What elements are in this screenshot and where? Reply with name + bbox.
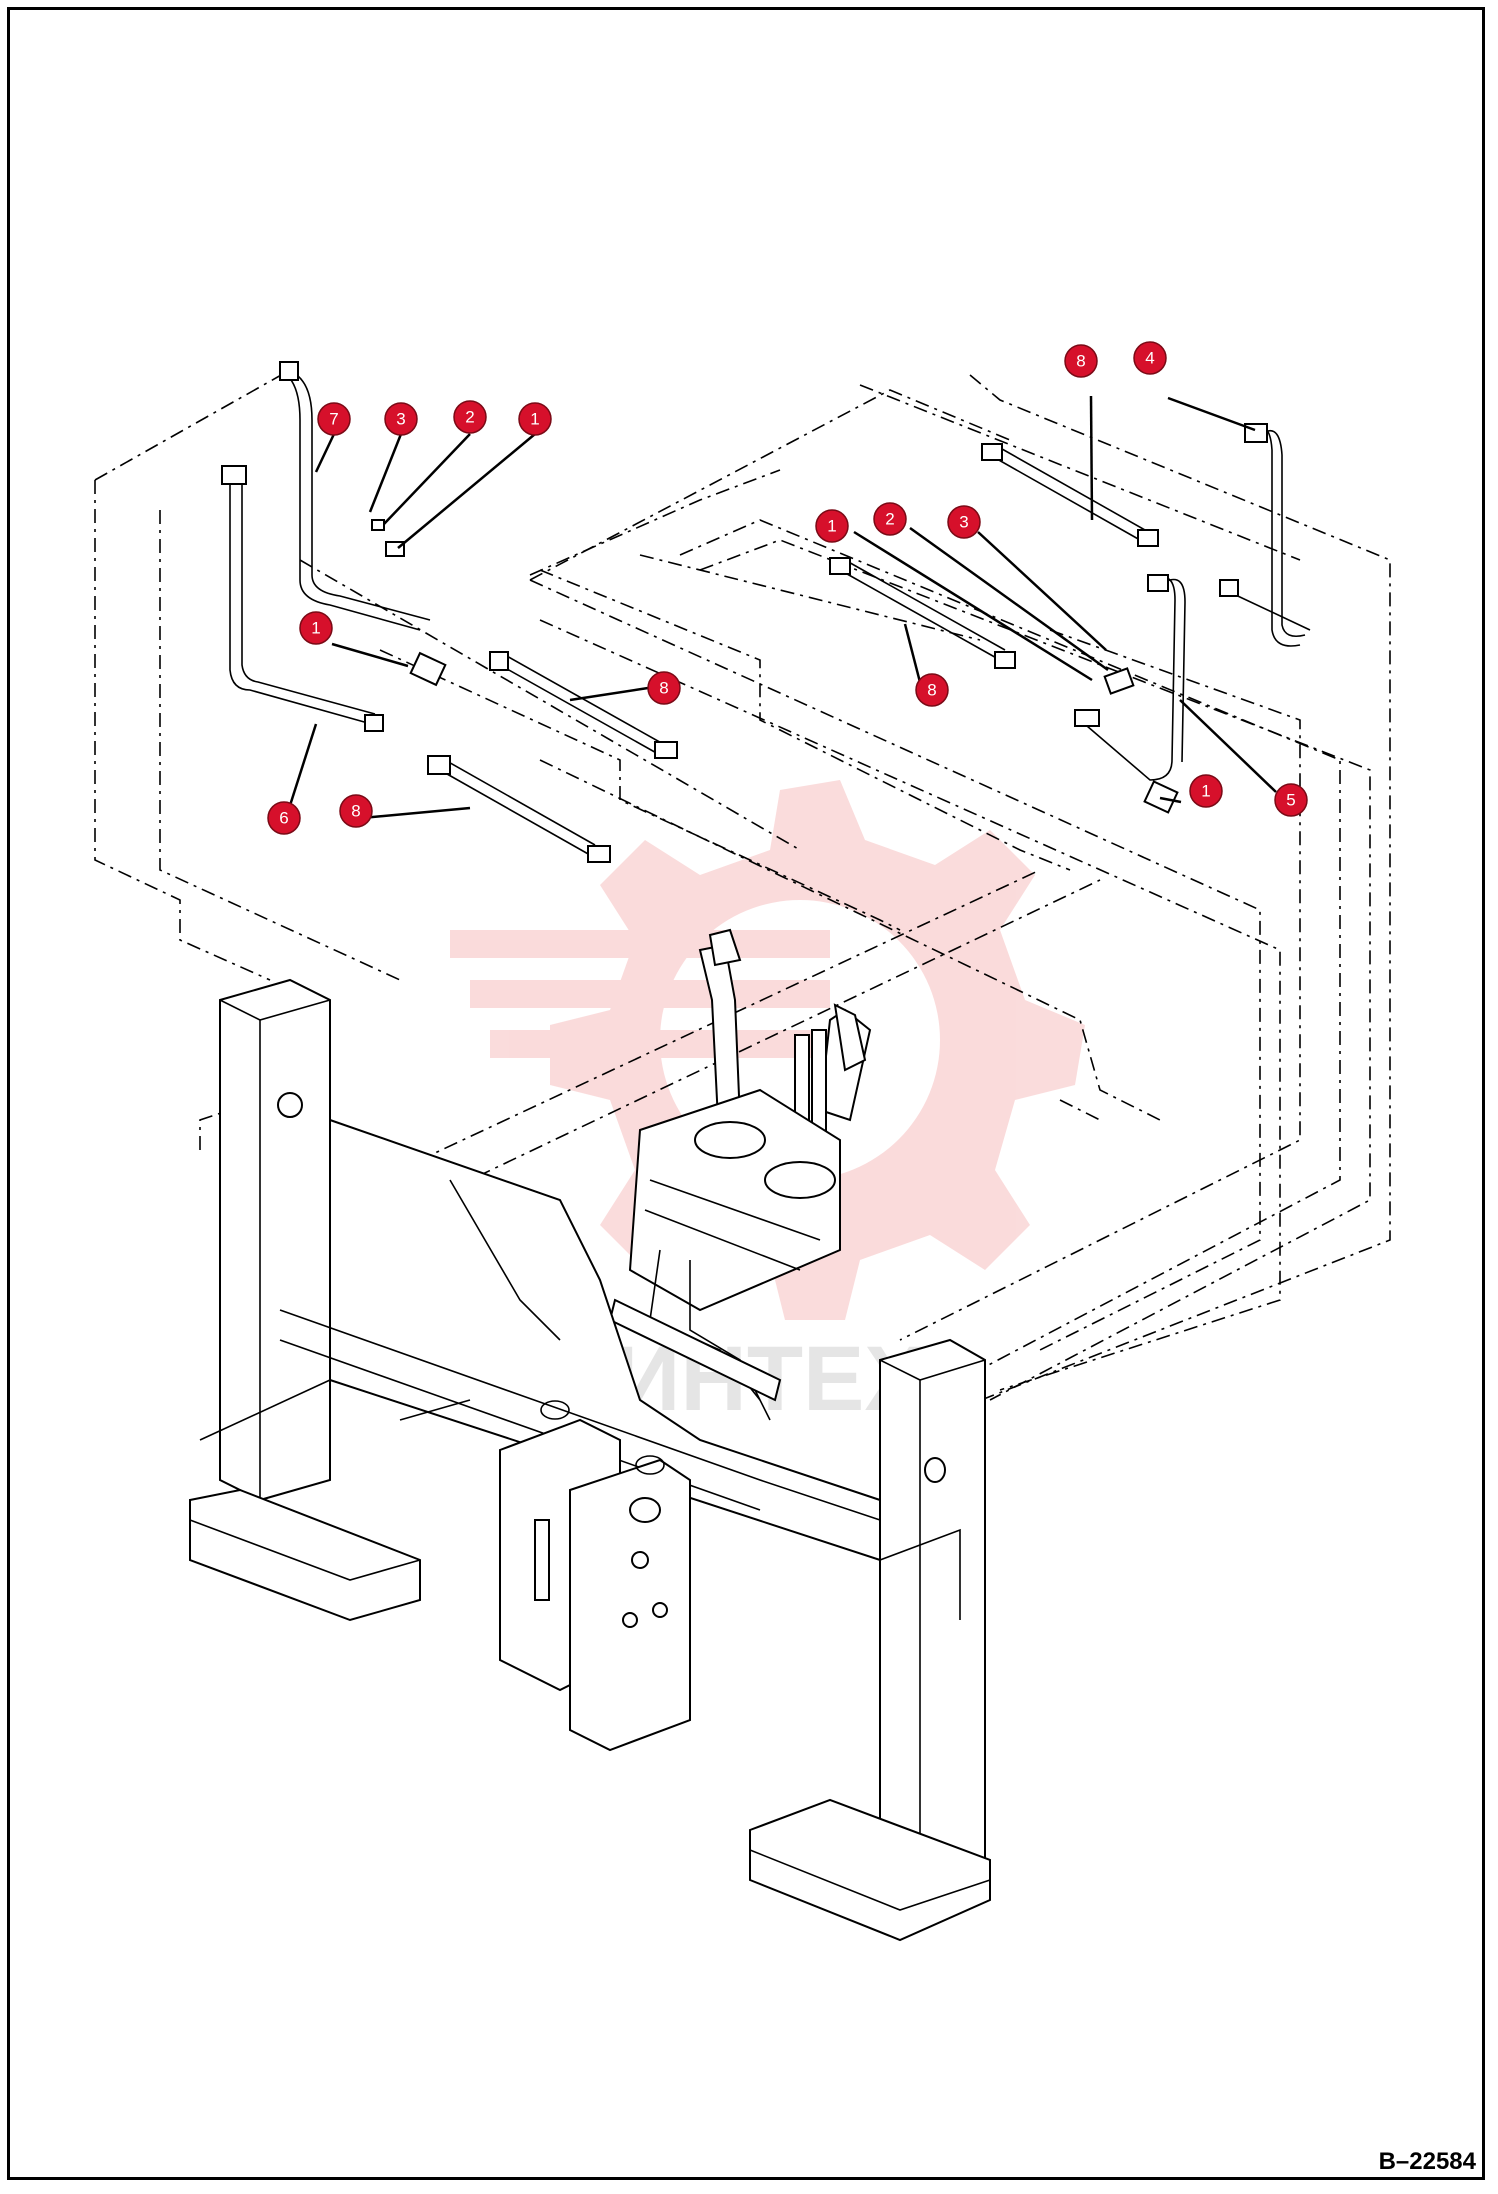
left-hydraulic-lines xyxy=(221,361,678,863)
callout-7: 7 xyxy=(317,402,351,436)
callout-3: 3 xyxy=(947,505,981,539)
callout-8: 8 xyxy=(339,794,373,828)
assembly-guide-lines xyxy=(94,369,1391,1421)
callout-8: 8 xyxy=(1064,344,1098,378)
callout-label: 8 xyxy=(659,679,668,698)
callout-label: 5 xyxy=(1286,791,1295,810)
callout-1: 1 xyxy=(1189,774,1223,808)
callout-8: 8 xyxy=(647,671,681,705)
callout-label: 3 xyxy=(396,410,405,429)
callout-2: 2 xyxy=(453,400,487,434)
callout-label: 8 xyxy=(351,802,360,821)
callout-label: 4 xyxy=(1145,349,1154,368)
leader-lines xyxy=(284,395,1277,820)
callout-3: 3 xyxy=(384,402,418,436)
callout-1: 1 xyxy=(815,509,849,543)
callout-label: 1 xyxy=(827,517,836,536)
callout-label: 7 xyxy=(329,410,338,429)
callout-1: 1 xyxy=(299,611,333,645)
control-valve-assembly xyxy=(608,928,872,1421)
callout-label: 3 xyxy=(959,513,968,532)
callout-label: 8 xyxy=(1076,352,1085,371)
callout-2: 2 xyxy=(873,502,907,536)
callout-8: 8 xyxy=(915,673,949,707)
callout-label: 1 xyxy=(530,410,539,429)
callout-5: 5 xyxy=(1274,783,1308,817)
callout-label: 1 xyxy=(1201,782,1210,801)
callout-label: 1 xyxy=(311,619,320,638)
diagram-reference-number: B–22584 xyxy=(1378,2148,1476,2175)
callout-6: 6 xyxy=(267,801,301,835)
callout-label: 2 xyxy=(465,408,474,427)
callout-label: 6 xyxy=(279,809,288,828)
callout-4: 4 xyxy=(1133,341,1167,375)
callout-1: 1 xyxy=(518,402,552,436)
main-frame-assembly xyxy=(189,978,991,1942)
callout-label: 8 xyxy=(927,681,936,700)
callout-label: 2 xyxy=(885,510,894,529)
